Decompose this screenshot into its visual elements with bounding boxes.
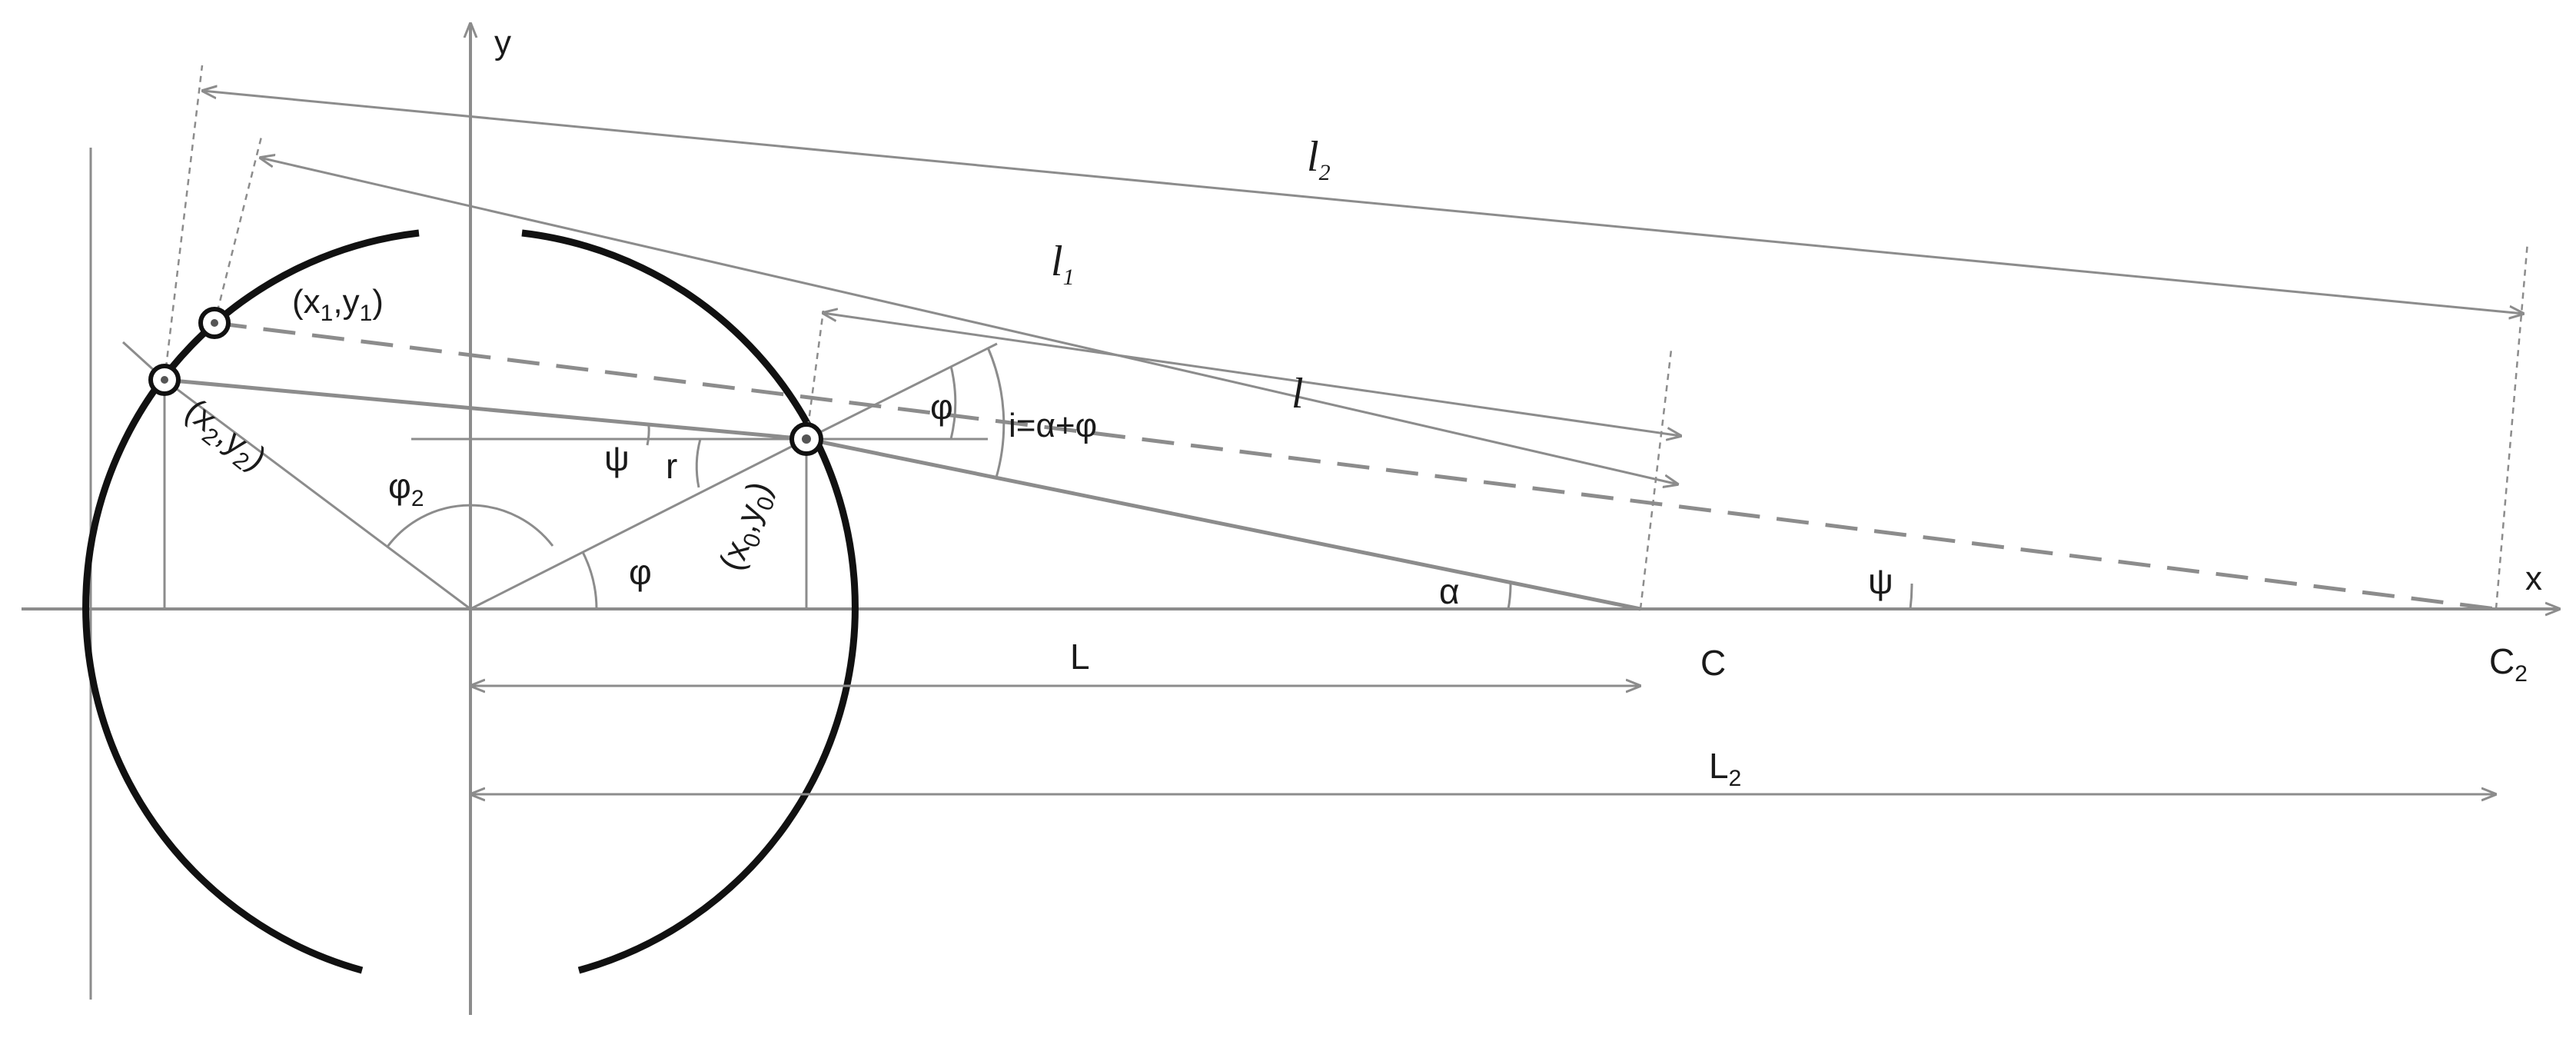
rod-solid-x2y2-to-x0y0	[164, 378, 807, 441]
angle-arc-psi-near	[646, 424, 650, 446]
label-C: C	[1700, 643, 1726, 683]
angle-arc-phi	[581, 551, 598, 610]
label-l: l	[1291, 370, 1304, 418]
dim-arrow-l1	[260, 158, 1678, 484]
label-phi: φ	[629, 552, 652, 592]
radius-extension	[806, 342, 998, 441]
ext-line-x2	[163, 65, 204, 381]
angle-arc-incidence	[986, 347, 1005, 478]
label-l2: l2	[1307, 133, 1331, 185]
label-L2: L2	[1709, 746, 1741, 791]
dim-arrow-l2	[202, 91, 2524, 314]
label-x1y1: (x1,y1)	[292, 283, 384, 326]
label-C2: C2	[2489, 641, 2528, 687]
label-l1: l1	[1051, 238, 1075, 290]
y-axis-label: y	[494, 24, 511, 62]
x-axis-label: x	[2525, 560, 2542, 597]
point-x2y2	[148, 364, 181, 396]
point-x1y1	[198, 307, 231, 339]
label-L: L	[1070, 637, 1090, 677]
label-phi2: φ2	[388, 466, 424, 511]
label-phi-upper: φ	[930, 387, 953, 427]
label-psi-far: ψ	[1868, 561, 1893, 601]
rod-solid-x0y0-to-C	[806, 437, 1641, 611]
angle-arc-alpha	[1507, 582, 1512, 610]
label-r: r	[666, 446, 677, 486]
label-psi-near: ψ	[604, 438, 630, 478]
circle-arc-right	[521, 229, 859, 974]
angle-arc-phi-upper	[949, 365, 957, 440]
label-x2y2: (x2,y2)	[175, 391, 274, 481]
angle-arc-phi2	[386, 504, 554, 547]
label-alpha: α	[1439, 571, 1460, 611]
angle-arc-r	[695, 438, 702, 488]
radius-to-x2y2	[164, 378, 471, 610]
label-x0y0: (x0,y0)	[712, 477, 783, 577]
point-x0y0	[789, 422, 823, 456]
ext-line-C2	[2495, 241, 2529, 610]
angle-arc-psi-far	[1909, 583, 1913, 610]
label-incidence: i=α+φ	[1009, 407, 1097, 444]
dim-arrow-l	[823, 313, 1681, 436]
